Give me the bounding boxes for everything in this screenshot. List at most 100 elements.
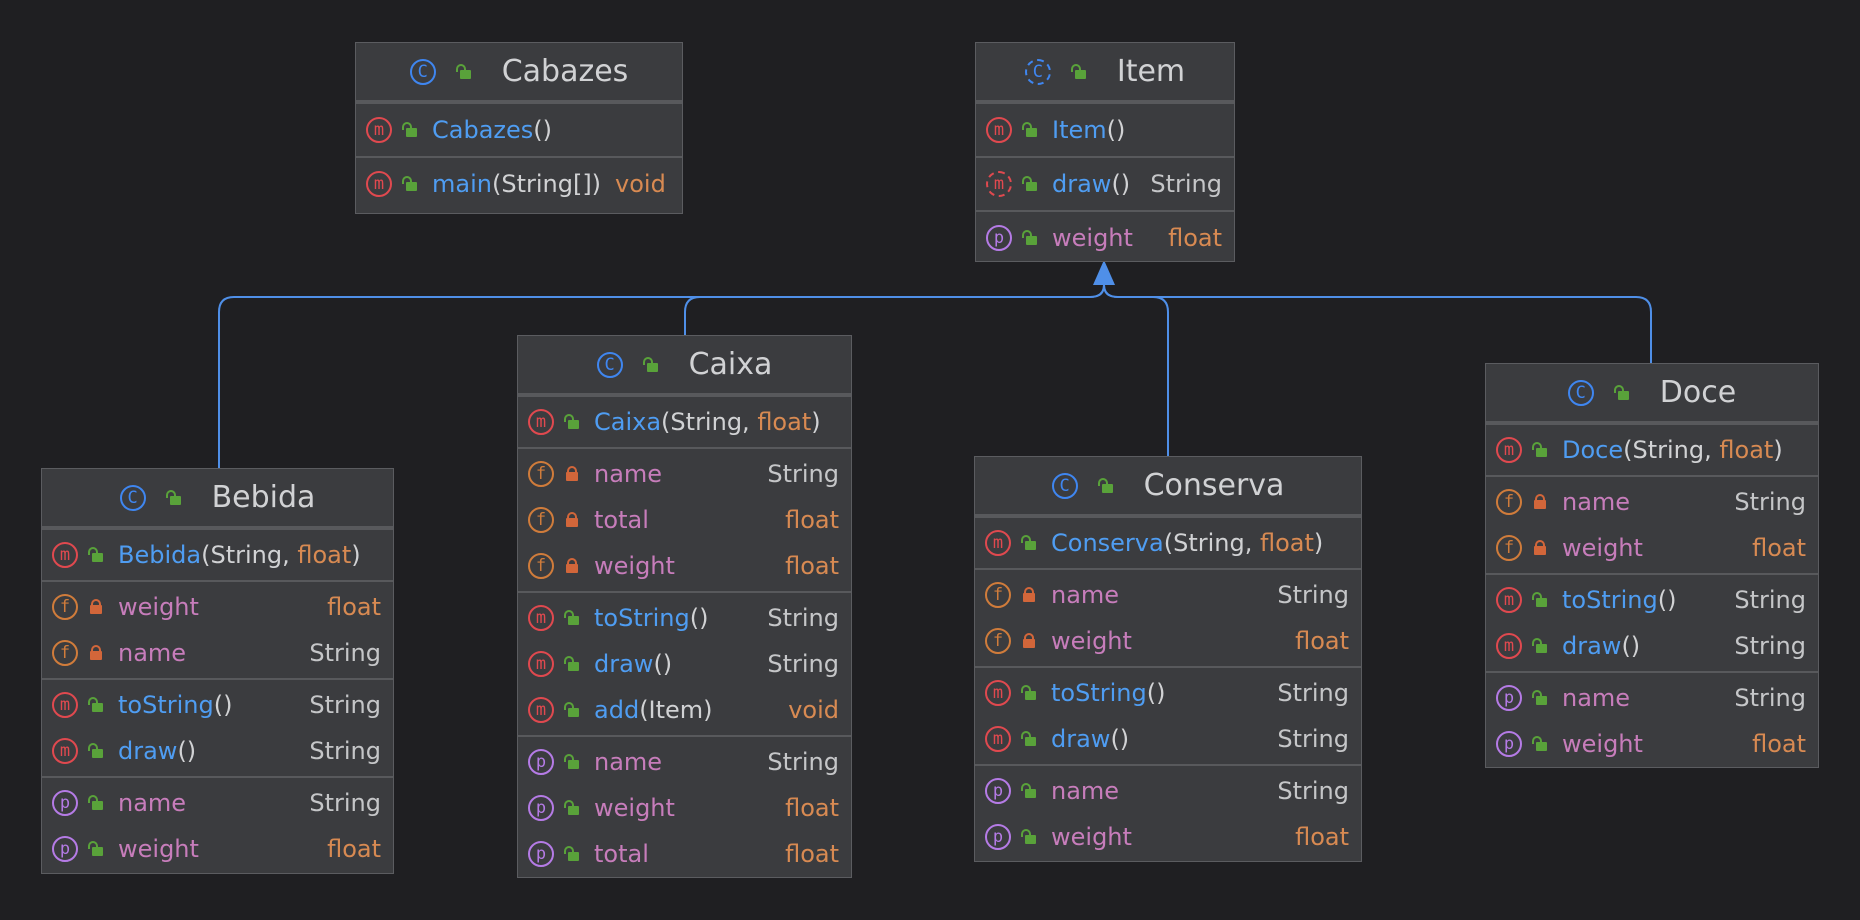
method-params: () (689, 604, 709, 632)
class-caixa[interactable]: C Caixa m Caixa(String, float) f name St… (517, 335, 852, 878)
property-row[interactable]: p weight float (976, 214, 1234, 262)
method-icon: m (52, 542, 78, 568)
field-row[interactable]: f weight float (1486, 525, 1818, 571)
property-row[interactable]: p name String (975, 768, 1361, 814)
public-lock-icon (1532, 638, 1548, 654)
private-lock-icon (1021, 587, 1037, 603)
method-icon: m (366, 117, 392, 143)
method-icon: m (985, 530, 1011, 556)
method-row[interactable]: m draw() String (1486, 623, 1818, 669)
property-type: float (1752, 730, 1806, 758)
public-lock-icon (1021, 535, 1037, 551)
class-bebida[interactable]: C Bebida m Bebida(String, float) f weigh… (41, 468, 394, 874)
method-row[interactable]: m toString() String (42, 682, 393, 728)
property-name: weight (1051, 823, 1132, 851)
public-lock-icon (1532, 690, 1548, 706)
public-lock-icon (1022, 122, 1038, 138)
return-type: String (767, 604, 839, 632)
field-row[interactable]: f weight float (42, 584, 393, 630)
property-row[interactable]: p total float (518, 831, 851, 877)
property-type: float (1168, 224, 1222, 252)
constructor-row[interactable]: m Doce(String, float) (1486, 427, 1818, 473)
method-name: toString (594, 604, 690, 632)
abstract-method-icon: m (986, 171, 1012, 197)
property-row[interactable]: p weight float (518, 785, 851, 831)
property-name: weight (1562, 730, 1643, 758)
field-row[interactable]: f name String (42, 630, 393, 676)
method-name: Item (1052, 116, 1107, 144)
public-lock-icon (1021, 685, 1037, 701)
method-params: () (653, 650, 673, 678)
property-icon: p (528, 841, 554, 867)
method-row[interactable]: m Cabazes() (356, 106, 682, 154)
field-type: float (1295, 627, 1349, 655)
method-row[interactable]: m main(String[]) void (356, 160, 682, 208)
private-lock-icon (1532, 540, 1548, 556)
property-row[interactable]: p weight float (42, 826, 393, 872)
public-lock-icon (1021, 731, 1037, 747)
method-row[interactable]: m add(Item) void (518, 687, 851, 733)
property-icon: p (528, 795, 554, 821)
property-row[interactable]: p weight float (975, 814, 1361, 860)
method-name: draw (1562, 632, 1622, 660)
method-row[interactable]: m toString() String (518, 595, 851, 641)
constructor-row[interactable]: m Conserva(String, float) (975, 520, 1361, 566)
property-row[interactable]: p name String (518, 739, 851, 785)
return-type: void (788, 696, 839, 724)
properties-section: p weight float (976, 210, 1234, 264)
property-name: weight (594, 794, 675, 822)
method-row[interactable]: m toString() String (975, 670, 1361, 716)
param-separator: , (1704, 436, 1720, 464)
field-row[interactable]: f name String (975, 572, 1361, 618)
fields-section: f name String f weight float (975, 568, 1361, 666)
constructor-row[interactable]: m Bebida(String, float) (42, 532, 393, 578)
property-type: float (785, 840, 839, 868)
edge-doce-item (1103, 276, 1652, 363)
field-row[interactable]: f name String (1486, 479, 1818, 525)
method-name: main (432, 170, 492, 198)
method-icon: m (528, 651, 554, 677)
method-params: (String[]) (491, 170, 602, 198)
field-type: float (327, 593, 381, 621)
method-row[interactable]: m Item() (976, 106, 1234, 154)
constructor-row[interactable]: m Caixa(String, float) (518, 399, 851, 445)
fields-section: f name String f weight float (1486, 475, 1818, 573)
method-row[interactable]: m draw() String (976, 160, 1234, 208)
field-icon: f (985, 582, 1011, 608)
field-row[interactable]: f name String (518, 451, 851, 497)
field-icon: f (528, 507, 554, 533)
method-row[interactable]: m toString() String (1486, 577, 1818, 623)
method-icon: m (52, 738, 78, 764)
field-name: weight (1562, 534, 1643, 562)
class-doce[interactable]: C Doce m Doce(String, float) f name Stri… (1485, 363, 1819, 768)
property-row[interactable]: p name String (42, 780, 393, 826)
method-row[interactable]: m draw() String (518, 641, 851, 687)
return-type: String (1734, 632, 1806, 660)
field-row[interactable]: f weight float (975, 618, 1361, 664)
class-conserva[interactable]: C Conserva m Conserva(String, float) f n… (974, 456, 1362, 862)
class-cabazes[interactable]: C Cabazes m Cabazes() m main(String[]) v… (355, 42, 683, 214)
method-row[interactable]: m draw() String (975, 716, 1361, 762)
public-lock-icon (1532, 592, 1548, 608)
field-type: float (785, 506, 839, 534)
property-icon: p (986, 225, 1012, 251)
method-name: Conserva (1051, 529, 1164, 557)
field-name: total (594, 506, 649, 534)
property-row[interactable]: p weight float (1486, 721, 1818, 767)
property-row[interactable]: p name String (1486, 675, 1818, 721)
class-header: C Caixa (518, 336, 851, 395)
property-icon: p (1496, 731, 1522, 757)
public-lock-icon (1532, 442, 1548, 458)
field-type: String (767, 460, 839, 488)
field-row[interactable]: f weight float (518, 543, 851, 589)
methods-section: m toString() String m draw() String (975, 666, 1361, 764)
class-name: Bebida (211, 480, 316, 515)
field-row[interactable]: f total float (518, 497, 851, 543)
method-row[interactable]: m draw() String (42, 728, 393, 774)
class-item[interactable]: C Item m Item() m draw() String p weight… (975, 42, 1235, 262)
public-lock-icon (1532, 736, 1548, 752)
property-name: total (594, 840, 649, 868)
property-type: String (1734, 684, 1806, 712)
field-icon: f (1496, 489, 1522, 515)
